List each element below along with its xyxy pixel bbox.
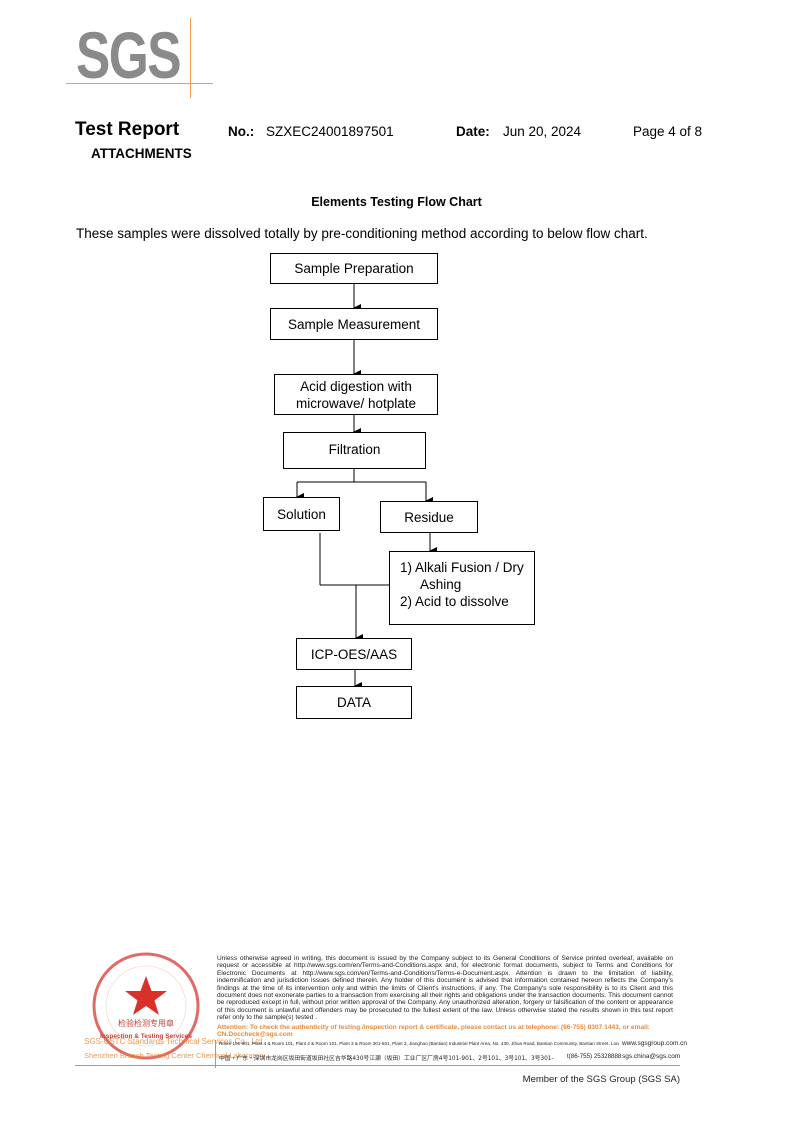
telephone: t(86-755) 25328888 <box>567 1053 622 1060</box>
step-sample-measurement: Sample Measurement <box>270 308 438 340</box>
step-label: Sample Preparation <box>294 261 414 276</box>
lab-name-line2: Shenzhen Branch Testing Center Chemical … <box>84 1051 266 1060</box>
step-label: Solution <box>277 507 326 522</box>
step-sample-preparation: Sample Preparation <box>270 253 438 284</box>
email: sgs.china@sgs.com <box>622 1053 681 1060</box>
logo-rule-v <box>190 18 191 98</box>
flowchart-heading: Elements Testing Flow Chart <box>311 195 482 209</box>
sgs-member-note: Member of the SGS Group (SGS SA) <box>522 1074 680 1085</box>
step-label: Sample Measurement <box>287 316 421 332</box>
report-title: Test Report <box>75 119 180 140</box>
page-number: Page 4 of 8 <box>633 124 703 139</box>
step-label: 2) Acid to dissolve <box>400 594 509 609</box>
step-label: Residue <box>404 509 454 525</box>
lab-name-line1: SGS-CSTC Standards Technical Services Co… <box>84 1037 265 1046</box>
intro-text: These samples were dissolved totally by … <box>76 226 648 241</box>
step-data: DATA <box>296 686 412 719</box>
star-icon <box>125 976 167 1015</box>
step-label: DATA <box>336 695 371 710</box>
sgs-logo: SGS <box>76 18 182 92</box>
step-label: Filtration <box>328 442 381 457</box>
legal-disclaimer: Unless otherwise agreed in writing, this… <box>217 955 673 1022</box>
section-title: ATTACHMENTS <box>91 146 192 161</box>
address-english: Room 101-901, Plant 4 & Room 101, Plant … <box>219 1041 619 1046</box>
website: www.sgsgroup.com.cn <box>622 1040 688 1047</box>
step-label: Acid digestion with <box>300 378 412 394</box>
stamp-text: Inspection & Testing Services <box>100 1033 192 1040</box>
step-residue: Residue <box>380 501 478 533</box>
step-solution: Solution <box>263 497 340 531</box>
report-no-label: No.: <box>228 124 255 139</box>
date-value: Jun 20, 2024 <box>503 124 582 139</box>
stamp-text: 检验检测专用章 <box>118 1018 174 1028</box>
step-label: ICP-OES/AAS <box>310 646 398 662</box>
authenticity-notice: Attention: To check the authenticity of … <box>217 1024 650 1039</box>
footer-rule-h <box>75 1065 680 1066</box>
company-stamp: 检验检测专用章 Inspection & Testing Services <box>92 952 200 1060</box>
step-label: Ashing <box>420 577 462 592</box>
date-label: Date: <box>456 124 490 139</box>
step-label: microwave/ hotplate <box>295 395 417 411</box>
footer-rule-v <box>215 1040 216 1068</box>
step-label: 1) Alkali Fusion / Dry <box>400 560 524 575</box>
address-chinese: 中国・广东・深圳市龙岗区坂田街道坂田社区吉华路430号江灏（坂田）工业厂区厂房4… <box>219 1056 554 1062</box>
step-icp-oes-aas: ICP-OES/AAS <box>296 638 412 670</box>
report-no-value: SZXEC24001897501 <box>266 124 394 139</box>
step-alkali-fusion: 1) Alkali Fusion / Dry Ashing 2) Acid to… <box>389 551 535 625</box>
step-filtration: Filtration <box>283 432 426 469</box>
logo-rule-h <box>66 83 213 84</box>
